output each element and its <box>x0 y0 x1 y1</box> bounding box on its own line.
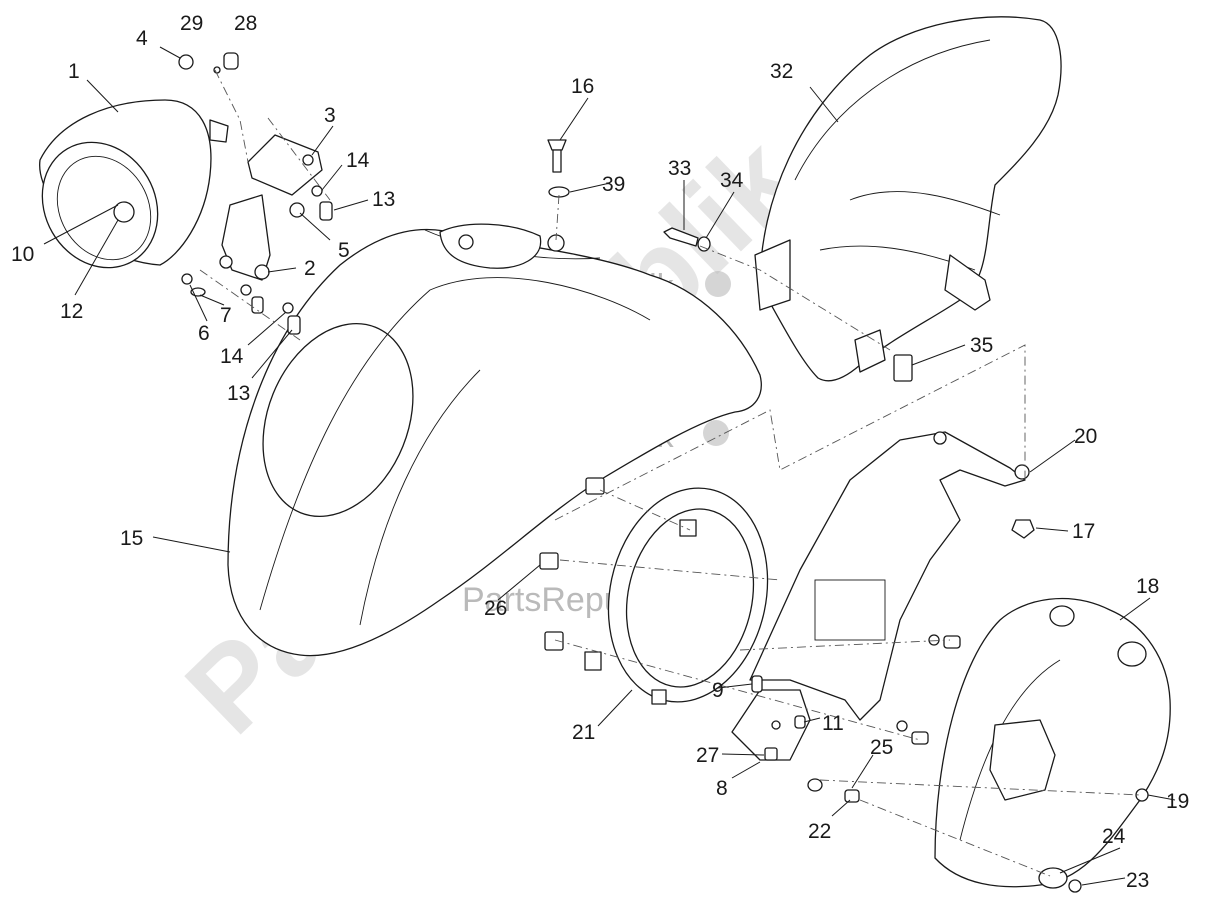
part-24-washer <box>1038 867 1068 889</box>
callout-7: 7 <box>220 304 232 327</box>
part-6-nut <box>181 273 193 285</box>
callout-2: 2 <box>304 257 316 280</box>
callout-10: 10 <box>11 243 34 266</box>
callout-14-lower: 14 <box>220 345 244 368</box>
callout-23: 23 <box>1126 869 1149 892</box>
callout-33: 33 <box>668 157 691 180</box>
callout-3: 3 <box>324 104 336 127</box>
gear-icon <box>703 420 729 446</box>
part-26-clips <box>539 477 605 651</box>
callout-35: 35 <box>970 334 993 357</box>
callout-20: 20 <box>1074 425 1097 448</box>
part-3-upper-bracket <box>247 134 323 196</box>
callout-13-upper: 13 <box>372 188 395 211</box>
part-2-lower-bracket <box>219 194 271 281</box>
callout-15: 15 <box>120 527 143 550</box>
callout-19: 19 <box>1166 790 1189 813</box>
callout-18: 18 <box>1136 575 1159 598</box>
callout-26: 26 <box>484 597 507 620</box>
part-27-clip <box>764 747 778 761</box>
callout-5: 5 <box>338 239 350 262</box>
hardware-headlight <box>178 52 333 335</box>
assembly-lines <box>199 69 1141 877</box>
callout-8: 8 <box>716 777 728 800</box>
part-14-washer-upper <box>311 185 323 197</box>
part-11-screw <box>794 715 806 729</box>
part-29-washer <box>213 66 221 74</box>
callout-21: 21 <box>572 721 595 744</box>
callout-24: 24 <box>1102 825 1126 848</box>
part-1-headlight-shell <box>39 99 229 269</box>
part-33-bolt <box>663 227 699 247</box>
frame-screws <box>896 634 961 745</box>
part-13-screw-upper <box>319 201 333 221</box>
callout-12: 12 <box>60 300 83 323</box>
part-28-nut <box>223 52 239 70</box>
callout-25: 25 <box>870 736 893 759</box>
callout-34: 34 <box>720 169 744 192</box>
part-23-screw <box>1068 879 1082 893</box>
part-34-washer <box>697 236 711 252</box>
callout-22: 22 <box>808 820 831 843</box>
part-25-washer <box>807 778 823 792</box>
part-13-screw-lower <box>287 315 301 335</box>
callout-13-lower: 13 <box>227 382 250 405</box>
callout-29: 29 <box>180 12 203 35</box>
callout-14-upper: 14 <box>346 149 370 172</box>
callout-27: 27 <box>696 744 719 767</box>
callout-labels: 1 2 3 4 5 6 7 8 9 10 11 12 13 13 14 14 1… <box>11 12 1189 892</box>
part-22-screw <box>844 789 860 803</box>
callout-4: 4 <box>136 27 148 50</box>
part-14-washer-lower <box>282 302 294 314</box>
part-9-screw <box>751 675 763 693</box>
callout-11: 11 <box>822 712 844 735</box>
part-18-underside-cover <box>934 597 1171 888</box>
fairing-window <box>262 322 414 518</box>
part-4-screw <box>178 54 194 70</box>
part-17-nut <box>1011 519 1035 539</box>
callout-32: 32 <box>770 60 793 83</box>
callout-9: 9 <box>712 679 724 702</box>
leader-lines <box>43 46 1176 886</box>
callout-6: 6 <box>198 322 210 345</box>
bracket-screw <box>251 296 264 314</box>
bracket-washer <box>240 284 252 296</box>
gear-icon <box>705 271 731 297</box>
callout-28: 28 <box>234 12 257 35</box>
part-16-screw <box>547 139 567 173</box>
part-32-rear-fender <box>754 16 1062 382</box>
callout-39: 39 <box>602 173 625 196</box>
callout-17: 17 <box>1072 520 1095 543</box>
callout-1: 1 <box>68 60 80 83</box>
part-15-front-fairing <box>227 223 762 657</box>
part-21-headlight-ring <box>584 487 769 705</box>
part-20-support-frame <box>749 431 1030 721</box>
part-35-clip <box>893 354 913 382</box>
callout-16: 16 <box>571 75 594 98</box>
